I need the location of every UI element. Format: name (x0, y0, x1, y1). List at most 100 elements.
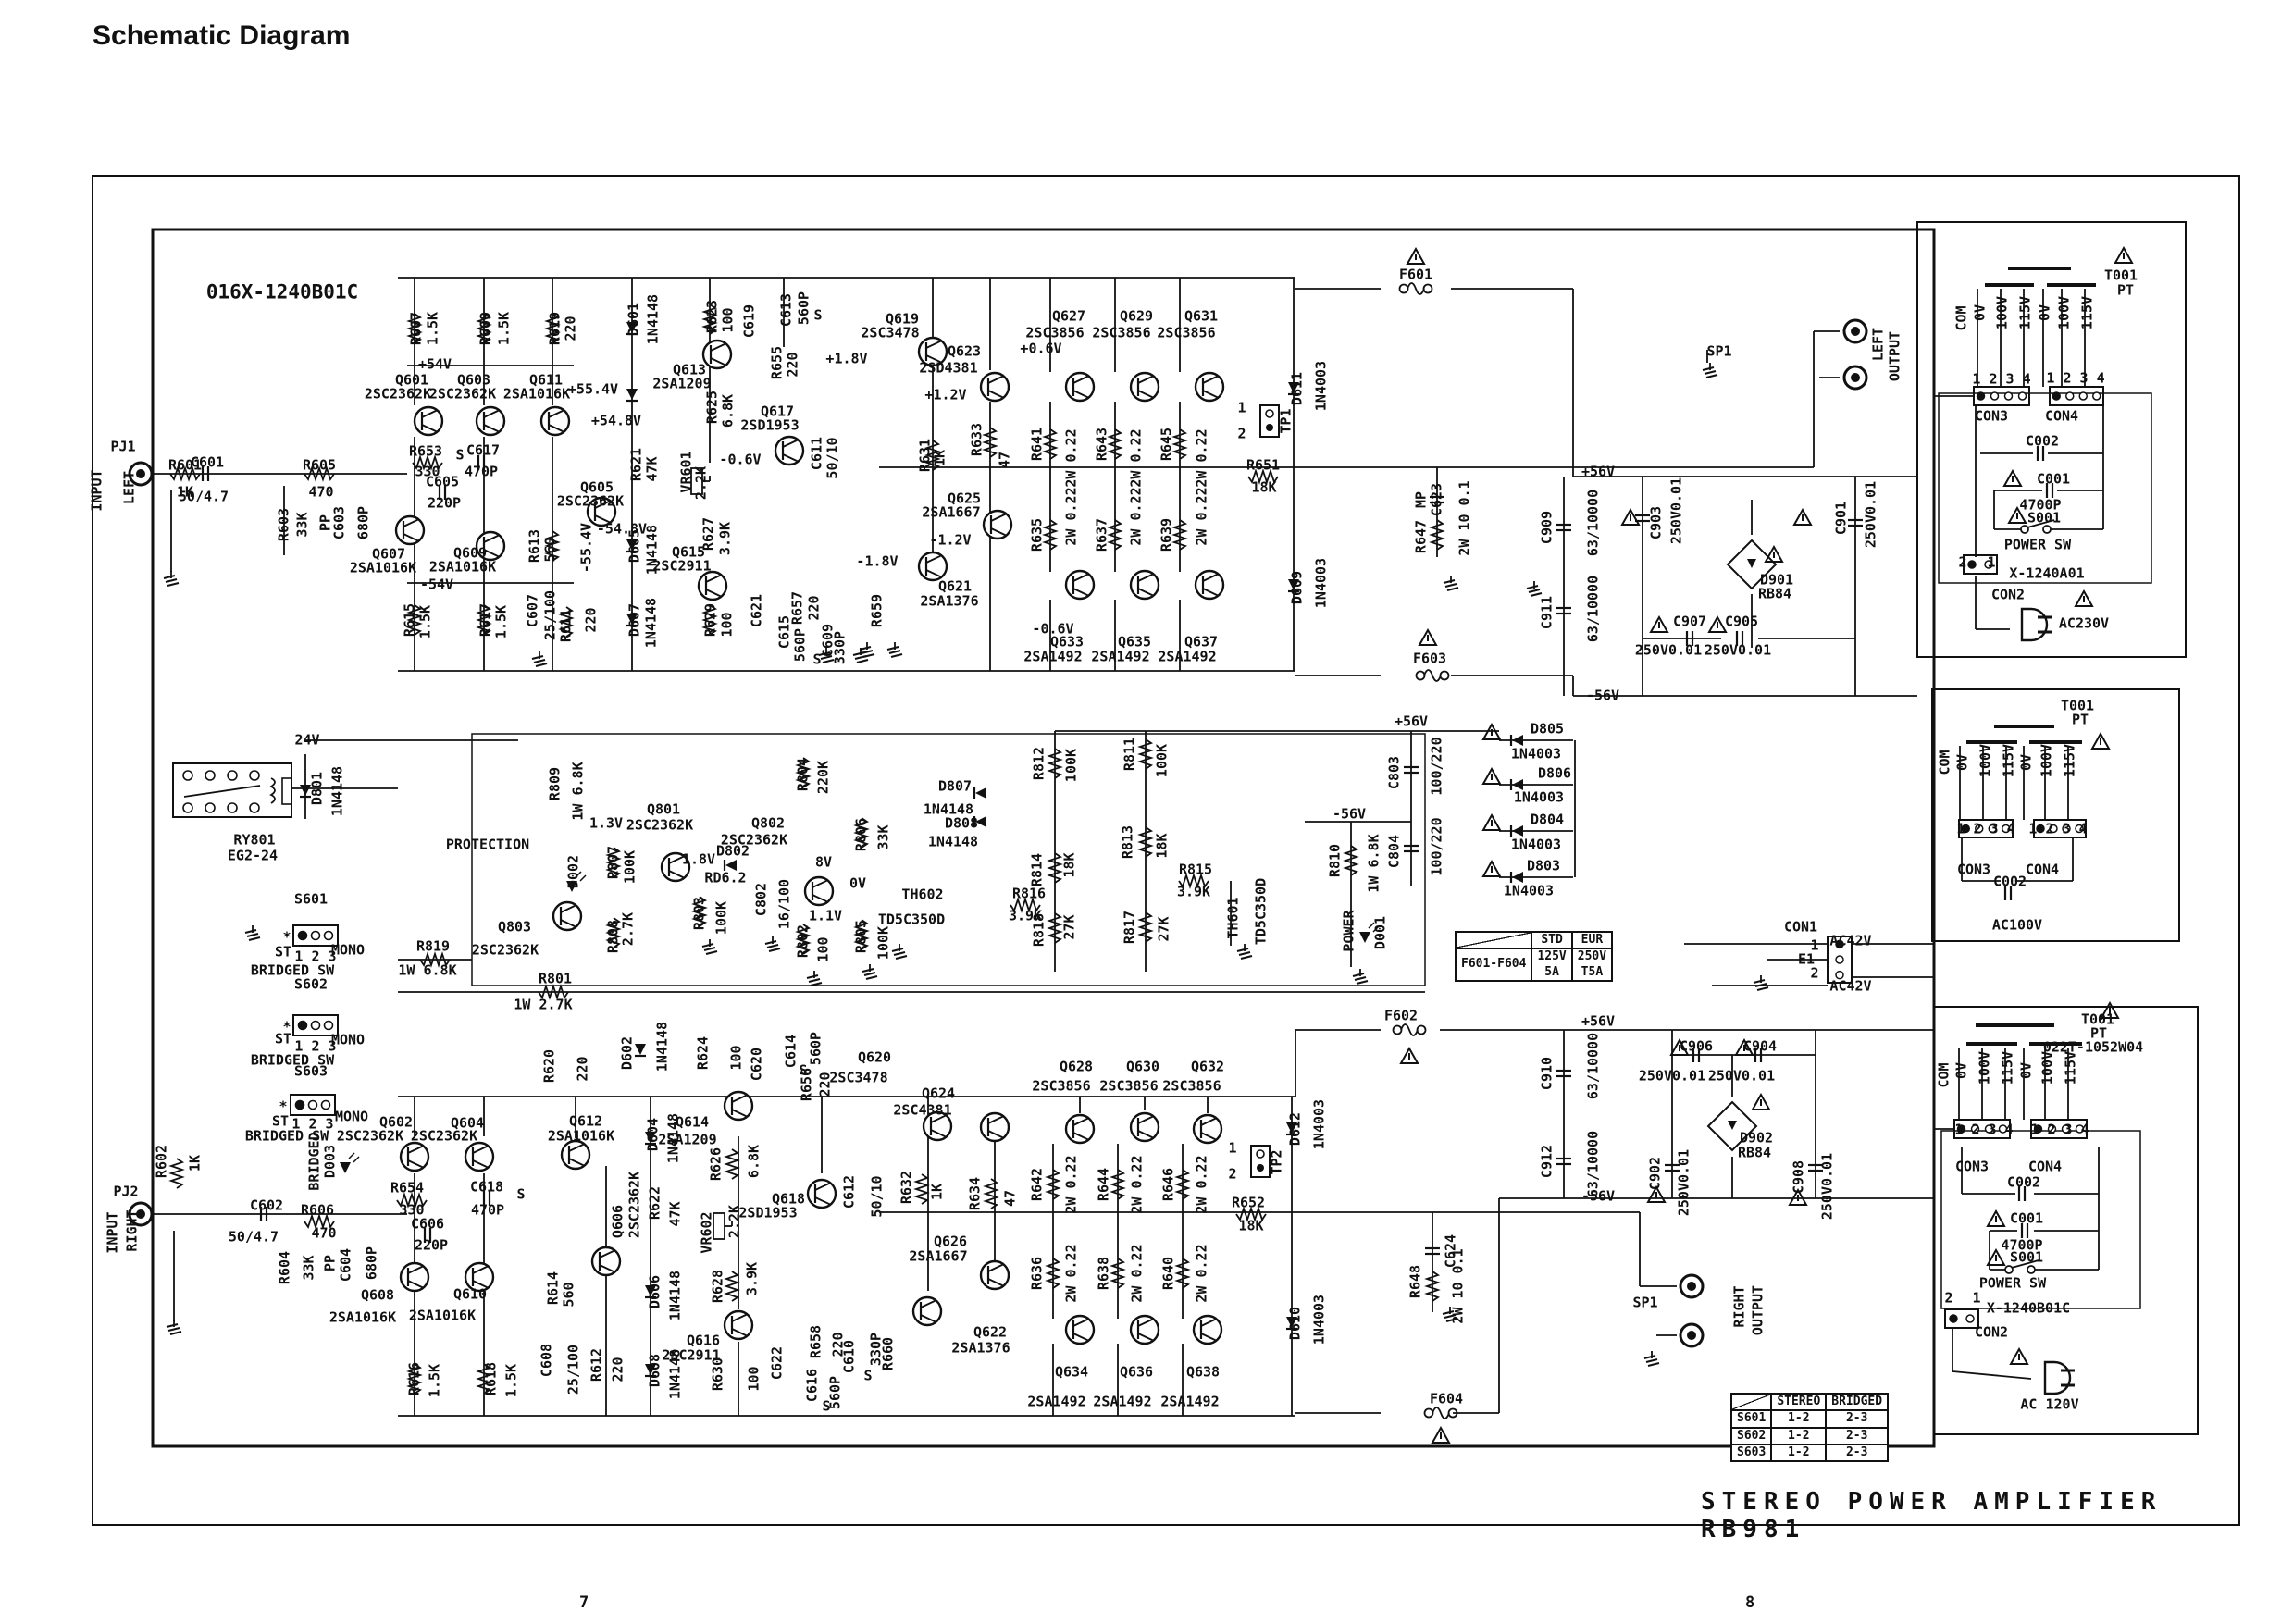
component-label: 1 2 3 4 (1956, 820, 2015, 837)
wire (599, 1249, 616, 1258)
component-label: BRIDGED SW (250, 1051, 335, 1069)
wire (987, 1278, 1005, 1287)
component-label: 2SC2362K (336, 1127, 404, 1145)
fuse-table-header: STD (1531, 930, 1573, 950)
component-label: D611 (1288, 371, 1306, 406)
ground-symbol (863, 972, 876, 976)
ground-symbol (1753, 979, 1766, 984)
component-label: C618 (469, 1178, 504, 1196)
wire (1202, 375, 1220, 384)
ground-symbol (165, 578, 178, 583)
outline-box (1933, 1006, 2199, 1435)
fuse-symbol (1422, 283, 1433, 294)
component-label: ST (274, 943, 292, 961)
bridge-rectifier-symbol (1728, 1121, 1737, 1130)
rca-jack (1687, 1282, 1696, 1291)
component-label: -54.8V (596, 520, 648, 538)
wire (1202, 588, 1220, 597)
component-label: R658 (807, 1324, 824, 1359)
component-label: -56V (1581, 1187, 1616, 1205)
component-label: R648 (1407, 1264, 1424, 1299)
resistor-symbol (1047, 852, 1063, 884)
component-label: Q628 (1059, 1058, 1094, 1075)
component-label: R647 (1412, 519, 1430, 554)
component-label: Q609 (452, 544, 488, 562)
resistor-symbol (406, 313, 423, 344)
component-label: 2SA1492 (1158, 648, 1217, 665)
wire (568, 1143, 586, 1152)
component-label: 220 (582, 607, 600, 633)
component-label: 2SA1492 (1023, 648, 1083, 665)
testpoint-symbol (1256, 1149, 1265, 1159)
switch-pin (323, 930, 334, 941)
component-label: 1 2 3 (294, 948, 337, 965)
component-label: Q614 (675, 1113, 710, 1131)
ground-symbol (1643, 1355, 1656, 1359)
ground-symbol (705, 950, 718, 955)
component-label: 1.5K (492, 604, 510, 639)
component-label: 100/220 (1428, 817, 1445, 876)
ground-symbol (1530, 592, 1543, 597)
fuse-table-value: 125V 5A (1531, 948, 1573, 982)
wire (1200, 1132, 1218, 1141)
component-label: R632 (898, 1170, 915, 1205)
resistor-symbol (419, 951, 451, 968)
ground-symbol (701, 943, 714, 948)
component-label: R606 (300, 1201, 335, 1219)
component-label: AC100V (1991, 916, 2043, 934)
rca-jack (1851, 373, 1860, 382)
component-label: 2SC3856 (1162, 1077, 1221, 1095)
component-label: C610 (840, 1339, 858, 1374)
component-label: R616 (405, 1361, 423, 1396)
component-label: Q607 (371, 545, 406, 563)
switch-table-row-label: S602 (1729, 1426, 1773, 1445)
connector-pin (1949, 1314, 1958, 1323)
component-label: R611 (557, 608, 575, 643)
connector-pin (1984, 560, 1993, 569)
wire (472, 1280, 490, 1289)
component-label: D002 (564, 854, 582, 889)
connector-symbol (2033, 819, 2087, 838)
component-label: R819 (415, 937, 451, 955)
page-number-right: 8 (1745, 1593, 1755, 1612)
ground-symbol (1645, 1358, 1658, 1363)
component-label: 560 (560, 1282, 577, 1308)
fuse-symbol (1400, 1023, 1419, 1036)
component-label: D801 (308, 771, 326, 806)
connector-symbol (1958, 819, 2014, 838)
component-label: 1K (176, 483, 194, 501)
component-label: 2SA1376 (920, 592, 979, 610)
component-label: R623 (703, 299, 721, 334)
component-label: 115V (1999, 1050, 2016, 1085)
wire (987, 375, 1005, 384)
component-label: 3.9K (743, 1261, 761, 1296)
diode-symbol (1512, 825, 1523, 837)
component-label: * (279, 1097, 288, 1115)
resistor-symbol (544, 313, 561, 344)
component-label: CON4 (2027, 1158, 2063, 1175)
connector-pin (1961, 824, 1970, 834)
component-label: R602 (153, 1144, 170, 1179)
component-label: 220 (574, 1056, 591, 1082)
resistor-symbol (406, 604, 423, 636)
switch-table-value: 2-3 (1825, 1426, 1890, 1445)
switch-table-header: BRIDGED (1825, 1392, 1890, 1412)
component-label: RIGHT (123, 1209, 141, 1252)
component-label: C613 (777, 292, 795, 328)
component-label: 220 (805, 595, 823, 621)
warning-triangle-icon (1792, 507, 1813, 526)
power-switch-symbol (2004, 1265, 2014, 1274)
component-label: 33K (874, 824, 892, 850)
component-label: 2SA1016K (428, 558, 497, 576)
component-label: S (516, 1185, 526, 1203)
component-label: 33K (300, 1255, 317, 1281)
wire (930, 1129, 948, 1138)
component-label: D602 (618, 1035, 636, 1071)
resistor-symbol (1235, 1206, 1267, 1222)
component-label: R814 (1028, 852, 1046, 887)
component-label: C802 (752, 882, 770, 917)
connector-symbol (1827, 936, 1853, 984)
ground-symbol (1702, 366, 1715, 371)
component-label: 1 (1810, 936, 1819, 954)
